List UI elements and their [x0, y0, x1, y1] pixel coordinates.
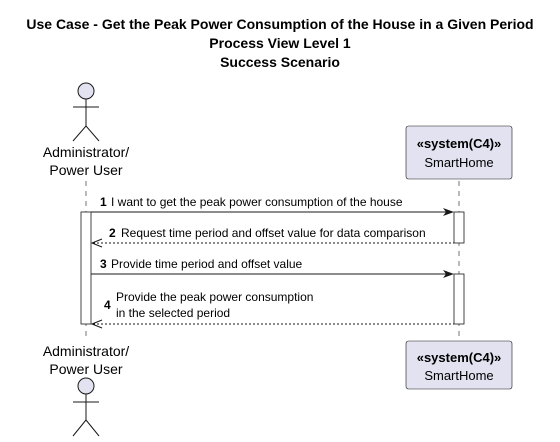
actor-bottom-label-line-2: Power User — [49, 361, 122, 377]
actor-label-line-2: Power User — [49, 162, 122, 178]
actor-activation-bar — [80, 211, 92, 325]
arrowhead-right-icon — [443, 270, 454, 278]
actor-label-line-1: Administrator/ — [43, 144, 129, 160]
system-stereotype: «system(C4)» — [417, 136, 502, 151]
system-activation-bar-2 — [453, 273, 465, 325]
actor-stick-figure-icon — [72, 82, 100, 142]
message-2: 2 Request time period and offset value f… — [90, 226, 454, 248]
system-name: SmartHome — [424, 155, 493, 170]
title-line-1: Use Case - Get the Peak Power Consumptio… — [26, 16, 533, 32]
actor-stick-figure-icon — [72, 377, 100, 437]
title-line-3: Success Scenario — [220, 54, 340, 70]
message-3: 3 Provide time period and offset value — [91, 257, 454, 278]
system-participant-top: «system(C4)» SmartHome — [405, 125, 513, 180]
message-4-text-line-1: Provide the peak power consumption — [116, 290, 313, 304]
title-line-2: Process View Level 1 — [209, 35, 351, 51]
message-2-number: 2 — [109, 226, 116, 240]
arrowhead-left-icon — [90, 319, 103, 329]
message-1-number: 1 — [100, 195, 107, 209]
system-participant-bottom: «system(C4)» SmartHome — [405, 340, 513, 390]
message-1-text: I want to get the peak power consumption… — [111, 195, 403, 209]
message-3-number: 3 — [100, 257, 107, 271]
message-4-number: 4 — [104, 298, 111, 312]
system-activation-bar-1 — [453, 211, 465, 244]
actor-top: Administrator/ Power User — [43, 82, 129, 178]
message-4: 4 Provide the peak power consumption in … — [90, 290, 454, 329]
message-3-text: Provide time period and offset value — [111, 257, 303, 271]
message-4-text-line-2: in the selected period — [116, 306, 230, 320]
actor-bottom: Administrator/ Power User — [43, 343, 129, 437]
system-bottom-stereotype: «system(C4)» — [417, 350, 502, 365]
system-bottom-name: SmartHome — [424, 368, 493, 383]
arrowhead-left-icon — [90, 238, 103, 248]
message-1: 1 I want to get the peak power consumpti… — [91, 195, 454, 216]
actor-bottom-label-line-1: Administrator/ — [43, 343, 129, 359]
diagram-title: Use Case - Get the Peak Power Consumptio… — [26, 16, 533, 70]
arrowhead-right-icon — [443, 208, 454, 216]
message-2-text: Request time period and offset value for… — [121, 226, 426, 240]
